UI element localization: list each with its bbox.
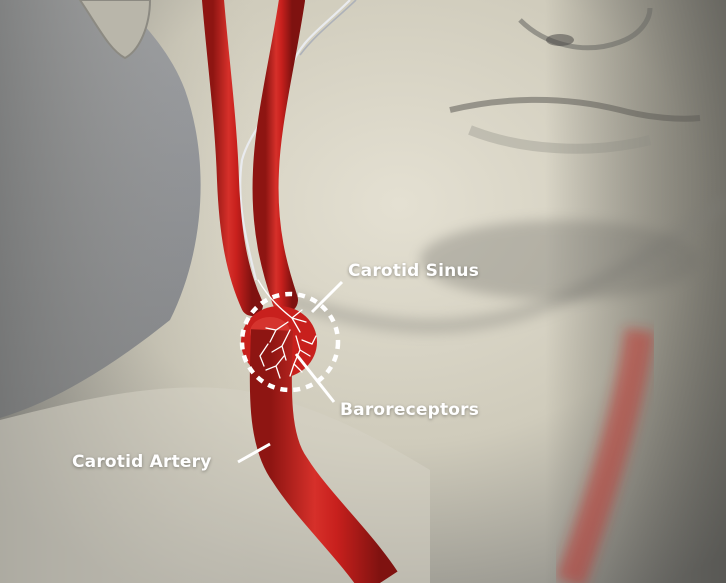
nostril	[546, 34, 574, 46]
carotid-artery-label: Carotid Artery	[72, 452, 212, 472]
chin-shadow	[420, 220, 700, 300]
baroreceptors-label: Baroreceptors	[340, 400, 479, 420]
carotid-sinus-label: Carotid Sinus	[348, 261, 479, 281]
